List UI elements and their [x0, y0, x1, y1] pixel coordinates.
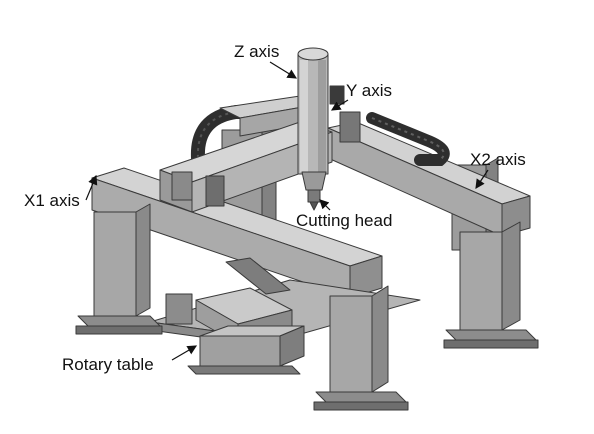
label-x1-axis: X1 axis: [24, 191, 80, 210]
front-center-leg: [313, 285, 409, 411]
y-drive-motor: [171, 85, 361, 207]
rotary-table: [165, 287, 305, 375]
cutting-head: [301, 171, 327, 211]
label-rotary-table: Rotary table: [62, 355, 154, 374]
label-z-axis: Z axis: [234, 42, 279, 61]
front-left-leg: [75, 203, 163, 335]
right-cable-chain: [366, 112, 450, 166]
label-y-axis: Y axis: [346, 81, 392, 100]
label-x2-axis: X2 axis: [470, 150, 526, 169]
label-cutting-head: Cutting head: [296, 211, 392, 230]
front-right-leg: [443, 221, 539, 349]
z-column: [297, 47, 329, 175]
